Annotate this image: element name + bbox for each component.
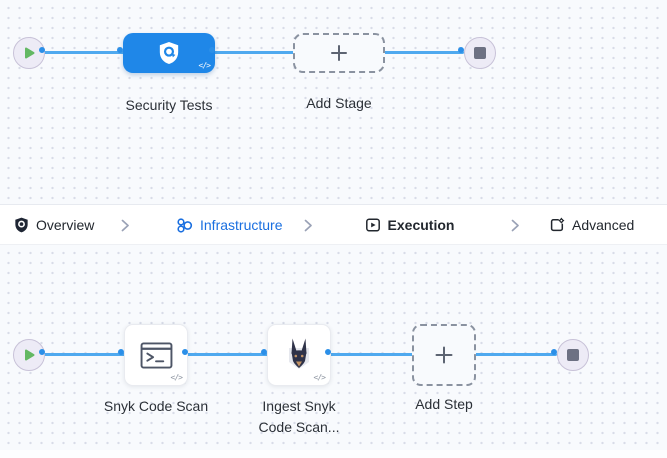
step-label: Ingest Snyk Code Scan... xyxy=(259,396,340,438)
execution-icon xyxy=(365,217,381,233)
connector-port xyxy=(458,47,464,53)
stage-canvas[interactable]: </> Security Tests Add Stage xyxy=(0,0,667,204)
code-icon: </> xyxy=(313,373,326,382)
step-label-line1: Ingest Snyk xyxy=(262,398,336,414)
stage-tab-bar: Overview Infrastructure xyxy=(0,204,667,449)
stage-label: Security Tests xyxy=(125,97,213,113)
connector-port xyxy=(209,47,215,53)
add-step-label: Add Step xyxy=(415,396,473,412)
play-icon xyxy=(23,46,36,60)
tab-overview[interactable]: Overview xyxy=(14,205,94,245)
bottom-panel-edge xyxy=(0,450,667,458)
tab-label: Execution xyxy=(387,217,455,233)
stop-icon xyxy=(474,47,486,59)
step-label-line2: Code Scan... xyxy=(258,419,340,435)
pipeline-end-node xyxy=(464,37,496,69)
stop-icon xyxy=(567,349,579,361)
infrastructure-icon xyxy=(176,217,193,234)
tab-infrastructure[interactable]: Infrastructure xyxy=(176,205,282,245)
code-icon: </> xyxy=(198,61,211,70)
step-canvas[interactable]: </> Snyk Code Scan </> Ingest xyxy=(0,245,667,458)
tab-label: Overview xyxy=(36,217,95,233)
connector-port xyxy=(117,47,123,53)
code-icon: </> xyxy=(170,373,183,382)
chevron-right-icon xyxy=(121,219,130,232)
plus-icon xyxy=(433,344,455,366)
plus-icon xyxy=(329,43,349,63)
tab-label: Infrastructure xyxy=(200,217,283,233)
play-icon xyxy=(23,348,36,362)
overview-shield-icon xyxy=(14,217,29,233)
snyk-dog-icon xyxy=(279,335,319,375)
step-snyk-code-scan[interactable]: </> xyxy=(124,324,188,386)
tab-label: Advanced xyxy=(572,217,635,233)
step-label: Snyk Code Scan xyxy=(103,398,209,414)
execution-end-node xyxy=(557,339,589,371)
execution-start-node xyxy=(13,339,45,371)
step-ingest-snyk[interactable]: </> xyxy=(267,324,331,386)
connector-port xyxy=(39,349,45,355)
connector-port xyxy=(551,349,557,355)
connector-port xyxy=(118,349,124,355)
tab-advanced[interactable]: Advanced xyxy=(549,205,634,245)
connector-port xyxy=(39,47,45,53)
security-shield-icon xyxy=(158,41,180,65)
tab-execution[interactable]: Execution xyxy=(346,205,473,245)
pipeline-start-node xyxy=(13,37,45,69)
connector-port xyxy=(261,349,267,355)
advanced-icon xyxy=(549,217,565,233)
terminal-icon xyxy=(140,341,173,369)
connector-port xyxy=(182,349,188,355)
add-step-button[interactable] xyxy=(412,324,476,386)
stage-security-tests[interactable]: </> xyxy=(123,33,215,73)
add-stage-label: Add Stage xyxy=(306,95,372,111)
connector-port xyxy=(325,349,331,355)
chevron-right-icon xyxy=(304,219,313,232)
add-stage-button[interactable] xyxy=(293,33,385,73)
chevron-right-icon xyxy=(511,219,520,232)
stage-flow-line xyxy=(29,51,464,54)
